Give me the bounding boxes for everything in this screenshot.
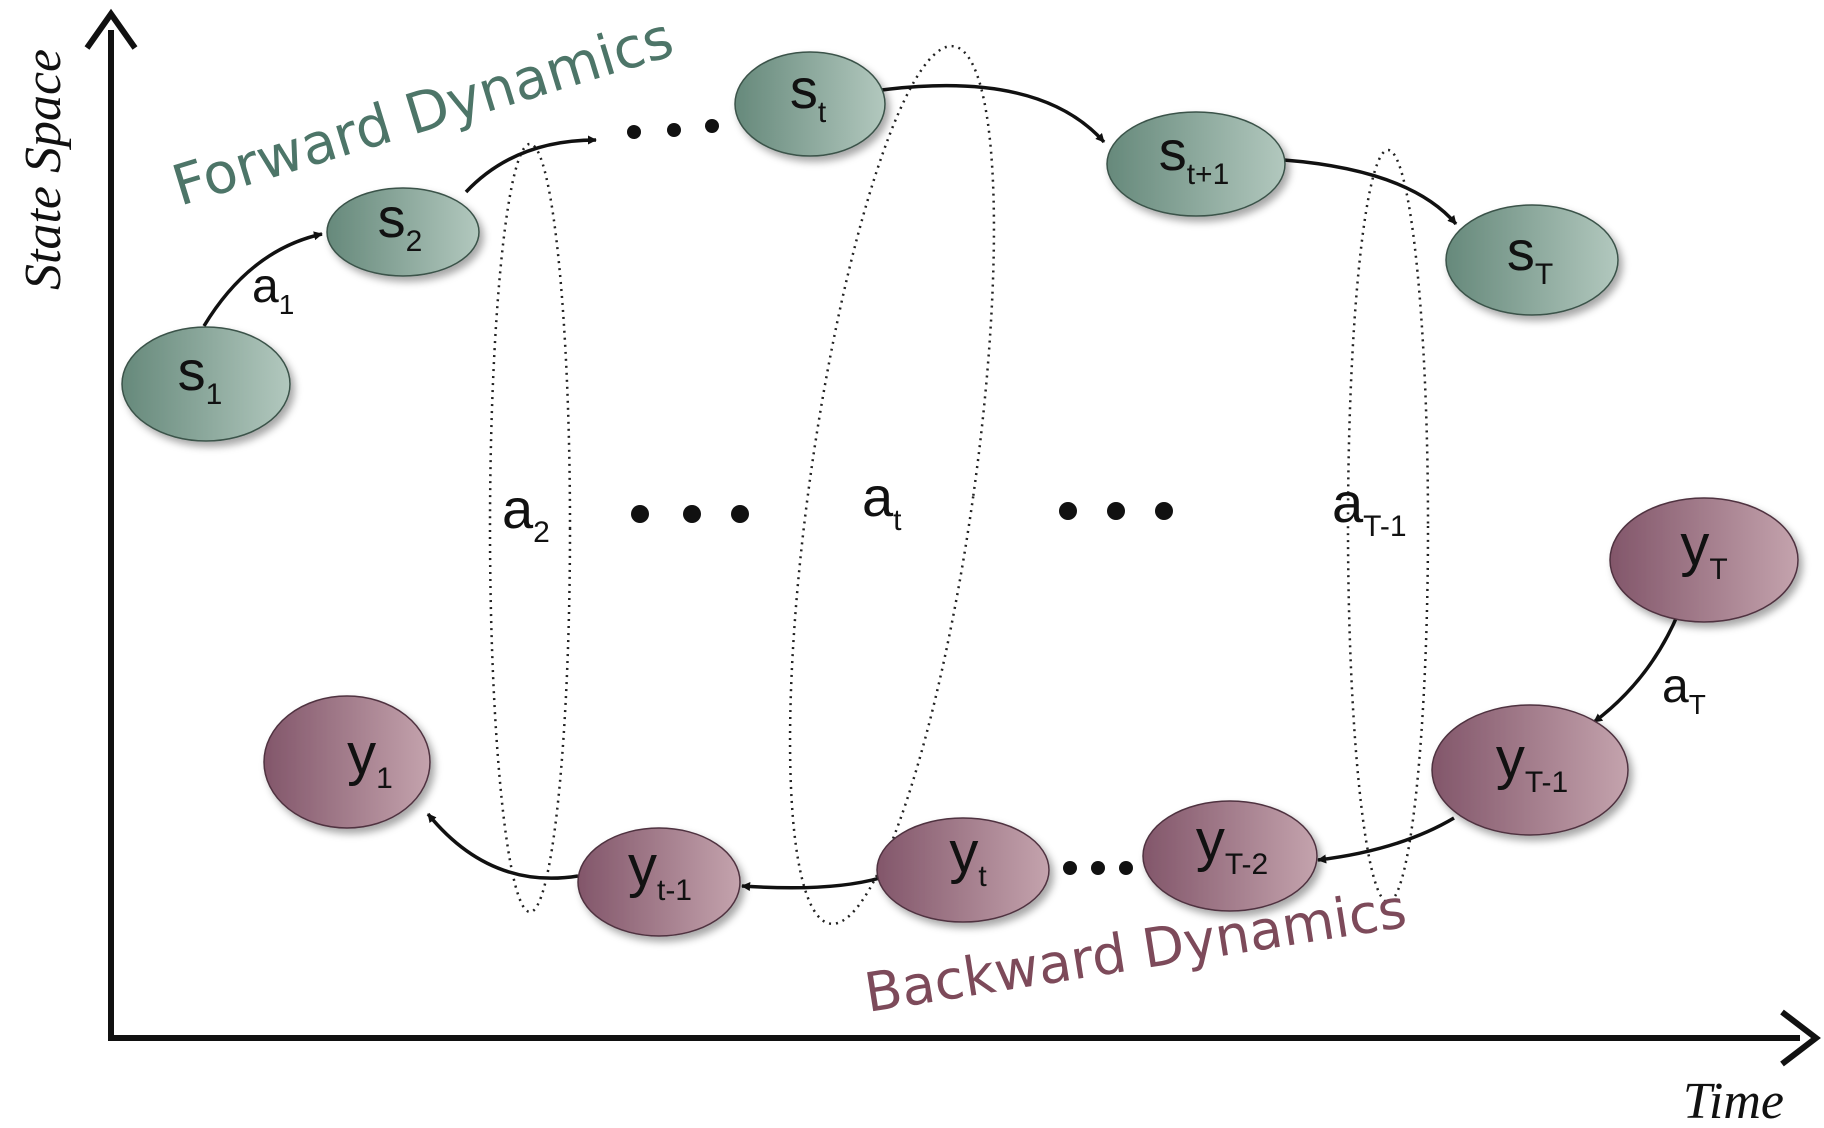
forward-arrows <box>202 83 1458 327</box>
state-node-s1 <box>121 326 291 442</box>
action-label-aT-1: aT-1 <box>1332 471 1407 543</box>
backward-states <box>263 497 1799 937</box>
state-node-yt1 <box>577 827 741 937</box>
arrow-s1-s2 <box>202 231 323 327</box>
action-labels: a1 a2 at aT-1 aT <box>252 260 1706 720</box>
action-label-aT: aT <box>1662 660 1706 720</box>
state-label-sT: sT <box>1507 219 1553 291</box>
arrow-yT1-yT2 <box>1317 816 1455 864</box>
state-node-st1 <box>1106 111 1286 217</box>
action-label-at: at <box>862 465 902 537</box>
arrow-yT-yT1 <box>1592 613 1680 724</box>
y-axis-arrow-icon <box>84 8 138 50</box>
x-axis-label: Time <box>1683 1073 1784 1128</box>
ellipsis-marks <box>627 119 1173 875</box>
state-node-sT <box>1445 204 1619 316</box>
state-label-yT1: yT-1 <box>1496 726 1568 799</box>
forward-state-labels: s1 s2 st st+1 sT <box>178 57 1554 411</box>
state-node-y1 <box>263 695 431 829</box>
forward-dynamics-title: Forward Dynamics <box>165 5 680 219</box>
arrow-yt-yt1 <box>741 876 881 892</box>
forward-states <box>121 51 1619 442</box>
state-node-yT2 <box>1142 800 1318 912</box>
state-node-yT <box>1609 497 1799 623</box>
ellipsis-bottom <box>1063 861 1133 875</box>
state-label-s2: s2 <box>378 186 423 258</box>
state-label-yT2: yT-2 <box>1196 808 1268 881</box>
state-label-st1: st+1 <box>1159 119 1230 191</box>
action-label-a2: a2 <box>502 477 550 549</box>
state-label-yt: yt <box>949 820 987 893</box>
action-label-a1: a1 <box>252 260 294 320</box>
state-label-st: st <box>790 57 827 129</box>
action-group-aT-1 <box>1346 148 1430 904</box>
arrow-s2-dots <box>464 135 597 194</box>
arrow-yt1-y1 <box>426 812 579 880</box>
state-node-s2 <box>326 187 480 277</box>
ellipsis-middle-left <box>631 505 749 523</box>
action-group-at <box>788 44 996 926</box>
state-node-yt <box>876 817 1050 923</box>
ellipsis-top <box>627 119 719 139</box>
backward-arrows <box>426 613 1680 892</box>
state-label-y1: y1 <box>347 722 393 795</box>
y-axis-label: State Space <box>15 49 72 290</box>
x-axis-arrow-icon <box>1780 1009 1821 1067</box>
state-node-st <box>734 51 886 157</box>
state-node-yT1 <box>1431 704 1629 836</box>
backward-state-labels: yT yT-1 yT-2 yt yt-1 y1 <box>347 513 1728 907</box>
state-label-yt1: yt-1 <box>628 834 692 907</box>
state-label-s1: s1 <box>178 339 223 411</box>
ellipsis-middle-right <box>1059 502 1173 520</box>
action-group-a2 <box>488 142 572 914</box>
axes: State Space Time <box>15 8 1821 1128</box>
state-label-yT: yT <box>1680 513 1727 586</box>
arrow-st-st1 <box>881 83 1106 144</box>
action-groups <box>488 44 1430 926</box>
arrow-st1-sT <box>1283 158 1458 226</box>
